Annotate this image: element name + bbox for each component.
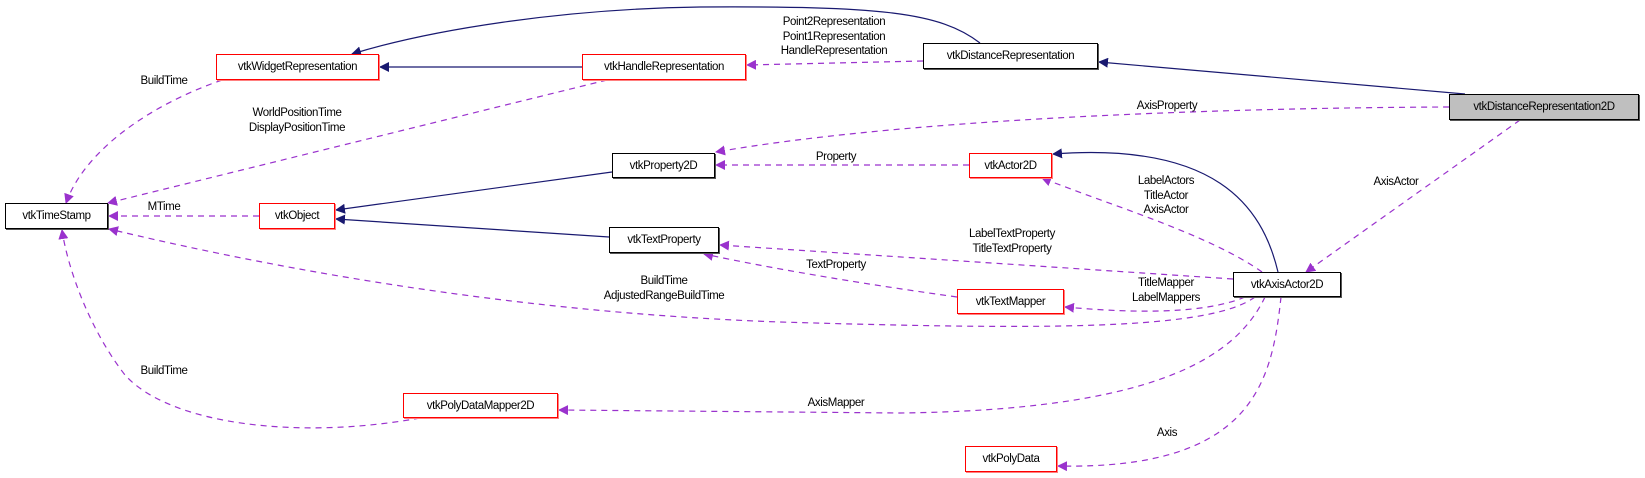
edge-label-line: LabelMappers (1131, 291, 1201, 304)
edge-distance-rep-2d-to-distance-rep (1098, 57, 1466, 95)
edge-axis-actor-to-poly-data-mapper (558, 296, 1266, 416)
node-vtk-distance-representation[interactable]: vtkDistanceRepresentation (923, 43, 1098, 69)
edge-text-property-to-object (335, 214, 610, 238)
edge-label-text-properties: LabelTextProperty TitleTextProperty (969, 227, 1055, 256)
edge-label-line: Point2Representation (782, 16, 886, 28)
edge-label-line: DisplayPositionTime (248, 121, 346, 134)
edge-label-line: BuildTime (140, 365, 188, 377)
edge-widget-rep-to-timestamp (64, 79, 223, 204)
node-vtk-widget-representation[interactable]: vtkWidgetRepresentation (216, 54, 379, 80)
edge-label-line: Property (815, 151, 857, 163)
node-vtk-poly-data[interactable]: vtkPolyData (965, 446, 1057, 472)
edge-label-property: Property (815, 150, 857, 165)
edge-label-line: TitleActor (1143, 189, 1189, 202)
node-vtk-text-mapper[interactable]: vtkTextMapper (957, 289, 1064, 314)
edge-property-2d-to-object (335, 171, 613, 214)
edge-poly-data-mapper-to-timestamp (58, 229, 421, 429)
edge-label-line: HandleRepresentation (780, 45, 888, 57)
edge-label-axis: Axis (1156, 426, 1178, 441)
edge-label-line: TextProperty (806, 259, 866, 271)
edge-label-line: Point1Representation (782, 30, 886, 43)
edge-axis-actor-to-text-property (719, 240, 1234, 280)
edge-label-actors: LabelActors TitleActor AxisActor (1137, 174, 1195, 218)
edge-label-line: LabelActors (1137, 175, 1195, 187)
edge-label-line: BuildTime (640, 275, 688, 287)
edge-label-line: MTime (147, 201, 181, 213)
edge-label-line: AxisActor (1373, 176, 1419, 188)
edge-label-line: AxisMapper (807, 397, 865, 409)
edge-distance-rep-2d-to-axis-actor (1305, 119, 1521, 273)
node-vtk-text-property[interactable]: vtkTextProperty (609, 227, 719, 253)
edge-label-axis-mapper: AxisMapper (808, 396, 865, 411)
edge-label-line: Axis (1156, 427, 1178, 439)
edge-label-text-property: TextProperty (806, 258, 866, 273)
edge-label-line: AxisProperty (1136, 100, 1198, 112)
edge-distance-rep-2d-to-property-2d (715, 106, 1450, 156)
edge-label-line: BuildTime (140, 75, 188, 87)
edge-label-line: TitleMapper (1138, 277, 1194, 289)
edge-axis-actor-to-actor-2d-dashed (1041, 176, 1263, 273)
edge-axis-actor-to-timestamp (108, 226, 1256, 327)
edge-label-mappers: TitleMapper LabelMappers (1132, 276, 1200, 305)
edge-text-mapper-to-text-property (703, 250, 958, 298)
edge-label-widget-build-time: BuildTime (140, 74, 188, 89)
node-vtk-object[interactable]: vtkObject (259, 203, 335, 229)
edge-label-handle-representations: Point2Representation Point1Representatio… (780, 15, 888, 59)
edge-label-axis-build-times: BuildTime AdjustedRangeBuildTime (604, 274, 725, 303)
node-vtk-axis-actor-2d[interactable]: vtkAxisActor2D (1233, 272, 1341, 297)
edge-handle-rep-to-timestamp (107, 79, 608, 206)
node-vtk-handle-representation[interactable]: vtkHandleRepresentation (582, 54, 746, 80)
node-vtk-actor-2d[interactable]: vtkActor2D (969, 153, 1052, 178)
edge-label-handle-times: WorldPositionTime DisplayPositionTime (248, 106, 346, 135)
node-vtk-time-stamp[interactable]: vtkTimeStamp (5, 203, 108, 229)
edge-axis-actor-to-poly-data (1057, 296, 1282, 472)
edge-axis-actor-to-actor-2d (1052, 148, 1279, 273)
edge-label-line: TitleTextProperty (972, 242, 1052, 255)
edge-label-mapper-build-time: BuildTime (140, 364, 188, 379)
edge-label-line: AdjustedRangeBuildTime (603, 289, 725, 302)
node-vtk-property-2d[interactable]: vtkProperty2D (612, 153, 715, 178)
edge-label-axis-property: AxisProperty (1136, 99, 1198, 114)
edge-label-line: WorldPositionTime (252, 107, 342, 119)
edge-label-line: AxisActor (1143, 204, 1189, 216)
edge-label-axis-actor: AxisActor (1374, 175, 1419, 190)
edge-distance-rep-to-widget-rep (351, 6, 981, 57)
node-vtk-distance-representation-2d: vtkDistanceRepresentation2D (1449, 94, 1639, 120)
edge-distance-rep-to-handle-rep (746, 59, 924, 70)
edge-label-line: LabelTextProperty (969, 228, 1055, 240)
node-vtk-poly-data-mapper-2d[interactable]: vtkPolyDataMapper2D (403, 393, 558, 418)
edge-label-mtime: MTime (148, 200, 181, 215)
